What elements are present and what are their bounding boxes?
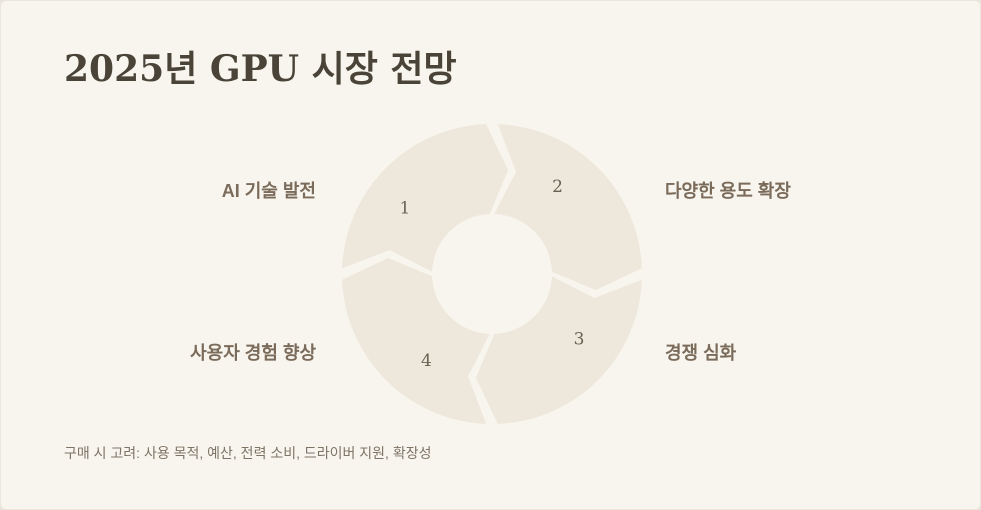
cycle-diagram: 1 2 3 4: [342, 124, 642, 424]
cycle-segment-1: [342, 124, 509, 272]
cycle-segment-number-3: 3: [574, 330, 585, 350]
segment-label-1: AI 기술 발전: [221, 181, 316, 201]
cycle-segment-3: [475, 276, 642, 424]
cycle-segment-number-2: 2: [552, 177, 563, 197]
cycle-segment-number-4: 4: [421, 351, 432, 371]
cycle-segment-number-1: 1: [399, 198, 410, 218]
cycle-segment-2: [494, 124, 642, 291]
segment-label-2: 다양한 용도 확장: [665, 181, 791, 201]
segment-label-3: 경쟁 심화: [665, 343, 737, 363]
segment-label-4: 사용자 경험 향상: [190, 343, 316, 363]
cycle-segment-4: [342, 257, 490, 424]
footer-note: 구매 시 고려: 사용 목적, 예산, 전력 소비, 드라이버 지원, 확장성: [64, 445, 432, 461]
page-title: 2025년 GPU 시장 전망: [64, 48, 457, 90]
